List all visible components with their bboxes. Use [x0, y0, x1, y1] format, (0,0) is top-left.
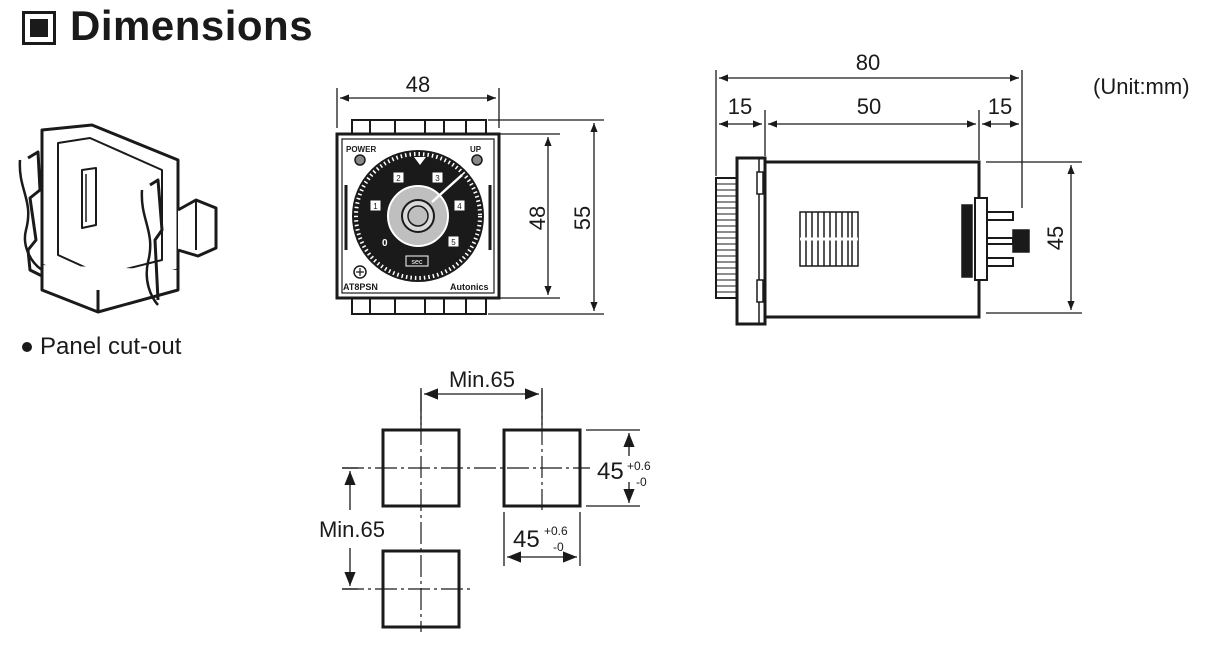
socket-illustration: [18, 123, 218, 314]
dial-number-5: 5: [451, 238, 456, 247]
side-right-dim: 15: [988, 94, 1012, 119]
front-view: POWER UP 1 2 3 4 5 0: [335, 119, 501, 315]
cutout-size-h-tol-plus: +0.6: [544, 524, 568, 538]
brand-label: Autonics: [450, 282, 489, 292]
model-label: AT8PSN: [343, 282, 378, 292]
front-top-teeth: [351, 119, 487, 137]
front-width-dim: 48: [406, 72, 430, 97]
panel-cutout-drawing: [342, 388, 640, 632]
cutout-min-h-label: Min.65: [449, 367, 515, 392]
dial-zero-label: 0: [382, 238, 388, 249]
rear-flange: [961, 204, 973, 278]
dial-number-4: 4: [457, 202, 462, 211]
power-led-icon: [354, 154, 366, 166]
unit-label: (Unit:mm): [1093, 74, 1190, 99]
cutout-min-v-label: Min.65: [319, 517, 385, 542]
panel-cutout-label: Panel cut-out: [40, 333, 182, 360]
side-vents: [799, 211, 859, 267]
side-view: [715, 156, 1030, 326]
side-left-dim: 15: [728, 94, 752, 119]
cutout-size-h-label: 45: [513, 526, 540, 553]
cutout-size-v-tol-minus: -0: [636, 475, 647, 489]
sec-label: sec: [412, 259, 423, 266]
front-inner-height-dim: 48: [525, 206, 550, 230]
rear-pins: [986, 211, 1014, 267]
knob-ribs: [716, 183, 738, 293]
front-outer-height-dim: 55: [570, 206, 595, 230]
cutout-size-v-label: 45: [597, 458, 624, 485]
side-height-dim: 45: [1043, 226, 1068, 250]
title-text: Dimensions: [70, 2, 314, 49]
dial-number-boxes: 1 2 3 4 5 0 sec: [369, 171, 466, 267]
front-bottom-teeth: [351, 297, 487, 315]
panel-cutout-heading: Panel cut-out: [22, 333, 181, 361]
side-body: [763, 160, 981, 319]
side-total-dim: 80: [856, 50, 880, 75]
cutout-size-v-tol-plus: +0.6: [627, 459, 651, 473]
up-led-icon: [471, 154, 483, 166]
dial-number-2: 2: [396, 174, 401, 183]
page-title: Dimensions: [22, 2, 313, 50]
dial-pointer: [431, 174, 463, 203]
dial-number-1: 1: [373, 202, 378, 211]
dial-number-3: 3: [435, 174, 440, 183]
front-dimensions: [336, 88, 604, 315]
up-label: UP: [470, 145, 482, 154]
side-dimensions: [715, 70, 1082, 314]
square-bullet-icon: [22, 11, 56, 45]
cutout-centerlines: [342, 390, 590, 632]
power-label: POWER: [346, 145, 376, 154]
rear-key: [1012, 229, 1030, 253]
cutout-size-h-tol-minus: -0: [553, 540, 564, 554]
bullet-icon: [22, 342, 32, 352]
side-middle-dim: 50: [857, 94, 881, 119]
